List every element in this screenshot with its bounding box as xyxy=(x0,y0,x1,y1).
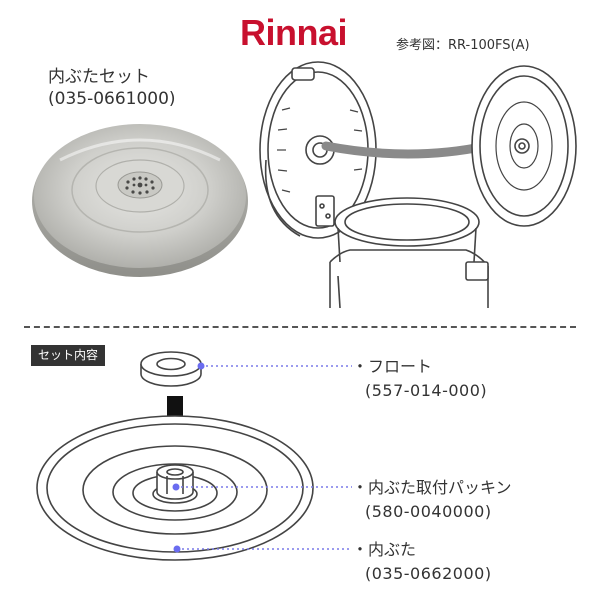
inner-lid-photo xyxy=(32,124,248,277)
detached-inner-lid xyxy=(471,65,577,227)
reference-model-label: 参考図：RR-100FS(A) xyxy=(396,38,530,53)
part-name-gasket: ・内ぶた取付パッキン xyxy=(352,478,512,497)
set-part-number: (035-0661000) xyxy=(48,89,176,109)
section-divider xyxy=(24,326,576,328)
part-number-gasket: (580-0040000) xyxy=(365,502,492,521)
part-number-float: (557-014-000) xyxy=(365,381,488,400)
part-name-inner-lid: ・内ぶた xyxy=(352,540,417,559)
part-number-inner-lid: (035-0662000) xyxy=(365,564,492,583)
brand-logo: Rinnai xyxy=(240,12,348,53)
float-illustration xyxy=(140,351,202,387)
part-name-float: ・フロート xyxy=(352,357,433,376)
rice-cooker-illustration xyxy=(259,61,489,309)
set-contents-badge: セット内容 xyxy=(31,345,106,366)
leader-lines xyxy=(172,362,352,553)
set-name: 内ぶたセット xyxy=(48,67,150,87)
